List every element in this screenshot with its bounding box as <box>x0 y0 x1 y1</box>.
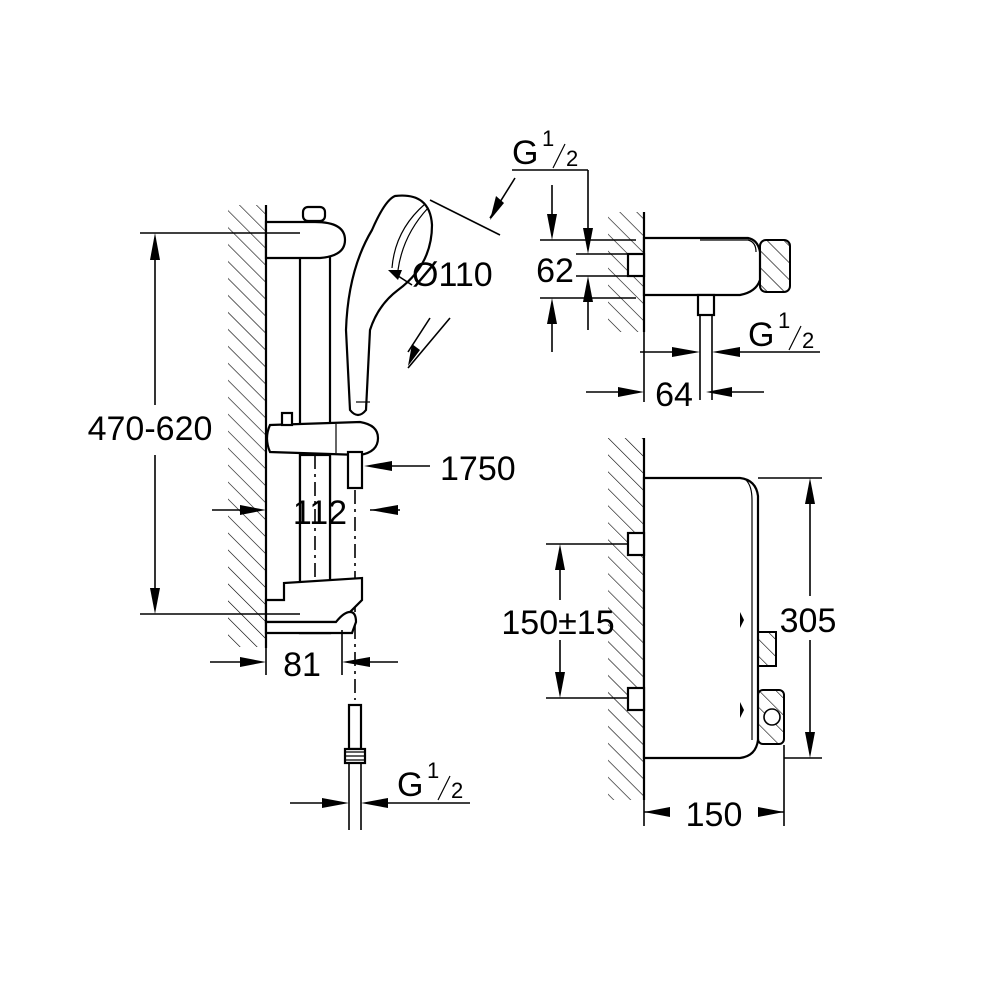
mixer-outlet-side <box>696 293 716 317</box>
hose-length-label: 1750 <box>440 450 516 488</box>
top-thread-den: 2 <box>566 146 578 171</box>
mixer-depth-label: 150 <box>686 796 743 834</box>
mixer-inlet-lower <box>626 686 646 712</box>
shower-rail-view: 470-620 112 1750 81 G 1 2 <box>88 177 516 830</box>
wall-hatch-bottom-right <box>608 438 644 800</box>
mixer-height-label: 62 <box>536 252 574 290</box>
outlet-thread-den: 2 <box>802 328 814 353</box>
hose-thread-num: 1 <box>427 758 439 783</box>
mixer-side-view: 62 G 1 2 G 1 2 64 <box>512 126 820 414</box>
outlet-offset-label: 64 <box>655 376 693 414</box>
flow-knob <box>757 631 777 667</box>
hand-shower <box>344 194 434 417</box>
mixer-body-side <box>642 236 762 297</box>
rail-offset-label: 112 <box>293 494 347 532</box>
wall-hatch-left <box>228 205 266 647</box>
height-range-label: 470-620 <box>88 410 213 448</box>
mixer-inlet-upper <box>626 531 646 557</box>
mixer-inlet-side <box>626 252 646 278</box>
slider-knob <box>280 411 294 427</box>
top-thread-num: 1 <box>542 126 554 151</box>
top-bracket <box>264 220 347 260</box>
hose-thread-g: G <box>397 766 423 804</box>
mixer-front-view: 150±15 305 150 <box>501 438 836 834</box>
inlet-spacing-label: 150±15 <box>501 604 614 642</box>
top-bracket-cap <box>301 205 327 223</box>
slider <box>265 420 380 457</box>
outlet-thread-num: 1 <box>778 308 790 333</box>
hose-end <box>347 703 363 751</box>
hose-thread-den: 2 <box>451 778 463 803</box>
mixer-height-front-label: 305 <box>780 602 837 640</box>
mixer-knob-side <box>759 239 791 293</box>
hose-segment <box>346 450 364 490</box>
holder-depth-label: 81 <box>283 646 321 684</box>
bottom-bracket <box>264 610 358 635</box>
outlet-thread-g: G <box>748 316 774 354</box>
top-thread-g: G <box>512 134 538 172</box>
diameter-label: Ø110 <box>412 256 493 294</box>
